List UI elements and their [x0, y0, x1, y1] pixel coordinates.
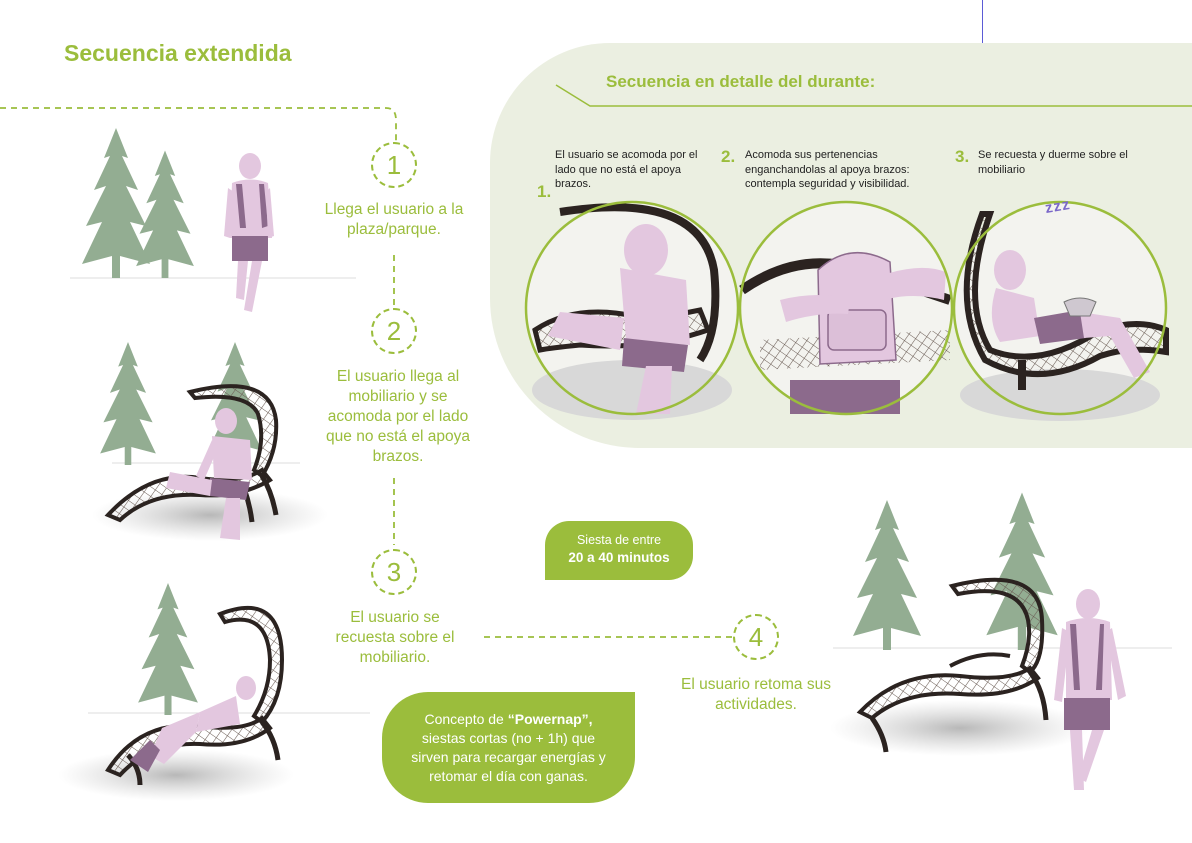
person-reclining [130, 676, 256, 772]
detail-step-2-number: 2. [721, 147, 736, 166]
step-1-number: 1 [371, 142, 417, 188]
page-title: Secuencia extendida [64, 40, 292, 66]
detail-step-3-text: Se recuesta y duerme sobre el mobiliario [978, 149, 1128, 176]
person-leaving [1054, 589, 1126, 790]
siesta-duration-badge: Siesta de entre 20 a 40 minutos [545, 521, 693, 580]
detail-circle-3 [952, 200, 1169, 421]
lounger-chair-3 [105, 605, 285, 786]
step-1-text: Llega el usuario a la plaza/parque. [324, 201, 464, 238]
person-walking [224, 153, 274, 312]
person-sitting [166, 408, 252, 540]
detail-circle-2 [738, 200, 954, 416]
detail-step-1-text: El usuario se acomoda por el lado que no… [555, 149, 698, 190]
siesta-label: Siesta de entre [576, 533, 662, 547]
powernap-highlight: “Powernap”, [507, 711, 593, 727]
detail-section-title: Secuencia en detalle del durante: [606, 72, 876, 91]
step-4-text: El usuario retoma sus actividades. [681, 676, 831, 713]
powernap-description: siestas cortas (no + 1h) que sirven para… [411, 730, 606, 784]
step-2-number: 2 [371, 308, 417, 354]
guide-line [982, 0, 983, 45]
step-3-text: El usuario se recuesta sobre el mobiliar… [335, 609, 455, 666]
lounger-chair-4 [856, 577, 1049, 753]
powernap-concept-badge: Concepto de “Powernap”, siestas cortas (… [382, 692, 635, 803]
step-3-number: 3 [371, 549, 417, 595]
step-2-text: El usuario llega al mobiliario y se acom… [326, 368, 470, 465]
scene-reclining [58, 583, 370, 801]
detail-step-2-text: Acomoda sus pertenencias enganchandolas … [745, 149, 910, 190]
step-4-number: 4 [733, 614, 779, 660]
connector-lines [0, 107, 733, 638]
scene-sitting [92, 342, 328, 541]
detail-step-3-number: 3. [955, 147, 970, 166]
detail-circle-1 [524, 200, 740, 420]
siesta-duration: 20 a 40 minutos [568, 550, 670, 565]
scene-arrival [70, 128, 356, 312]
detail-step-1-number: 1. [537, 182, 552, 201]
scene-leaving [830, 492, 1172, 790]
powernap-prefix: Concepto de [424, 711, 508, 727]
detail-title-underline [555, 84, 1192, 107]
